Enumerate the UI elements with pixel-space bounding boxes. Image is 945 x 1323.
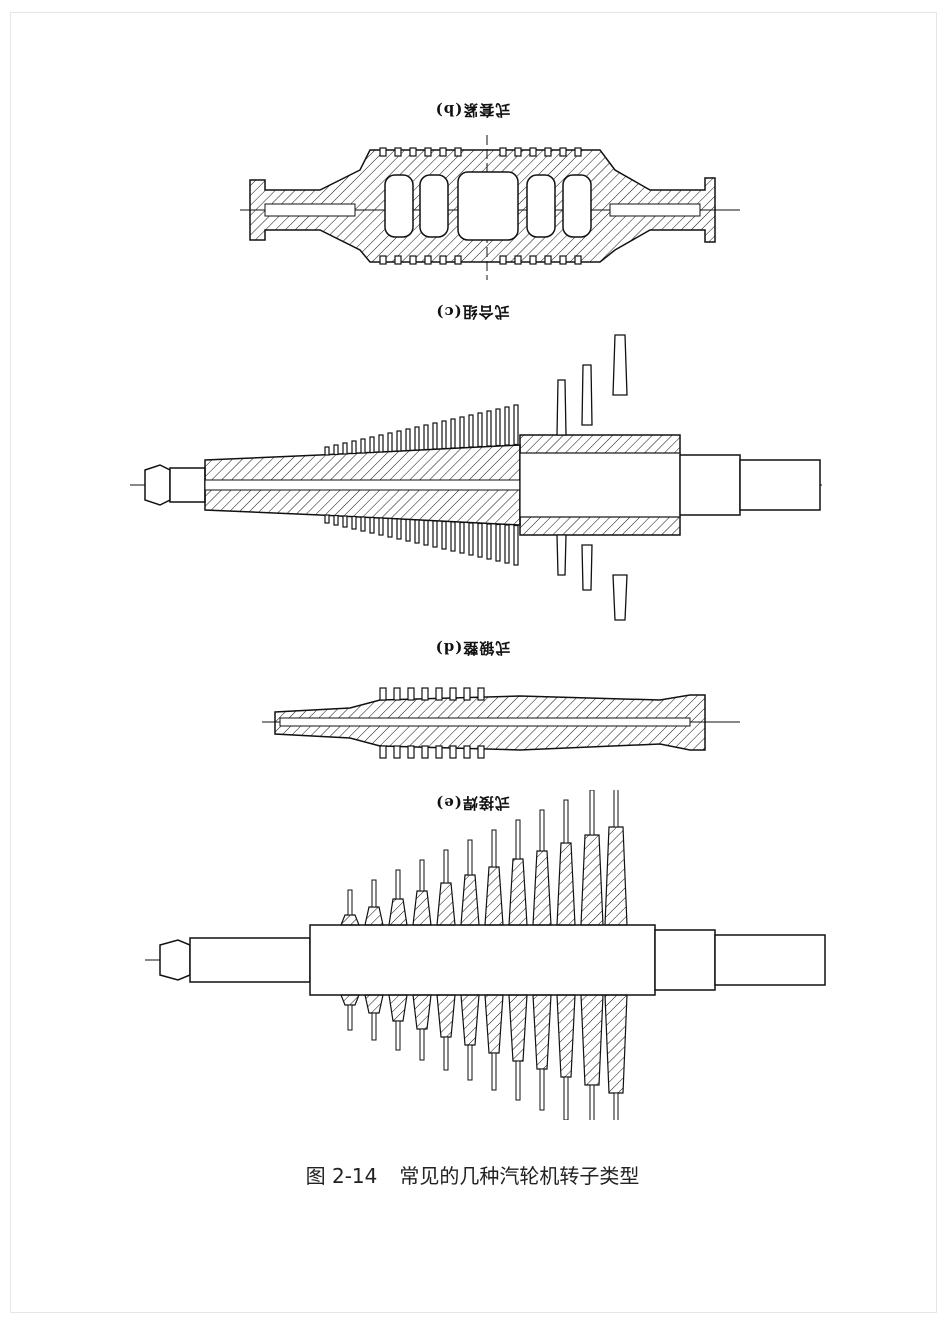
weld-cavities [384,171,592,241]
shrunk-rotor-drawing [145,790,826,1120]
figure-caption: 图 2-14 常见的几种汽轮机转子类型 [0,1160,945,1189]
label-c: 式合组(c) [435,303,510,321]
label-d: 式锻整(d) [434,639,511,657]
left-nut [144,464,171,506]
welded-rotor-drawing [240,135,740,280]
right-journal [679,454,741,516]
lp-discs [519,434,681,536]
right-shaft [739,459,821,511]
forged-rotor-drawing [262,687,740,759]
combined-rotor-drawing [130,334,822,621]
seal-teeth-bottom [379,255,582,265]
bore [279,717,691,727]
main-shaft [309,924,656,996]
right-bore [609,203,701,217]
left-bore [264,203,356,217]
right-journal [654,929,716,991]
left-journal [189,937,311,983]
left-nut [159,939,191,981]
right-shaft [714,934,826,986]
last-stage-blades [556,334,628,621]
blade-rows [324,404,519,566]
left-journal [169,467,206,503]
shrunk-discs [340,790,628,1120]
figure-title: 常见的几种汽轮机转子类型 [399,1164,640,1188]
figure-number: 图 2-14 [305,1164,378,1188]
forged-teeth [379,687,485,759]
bore [204,479,521,491]
seal-teeth-top [379,147,582,157]
